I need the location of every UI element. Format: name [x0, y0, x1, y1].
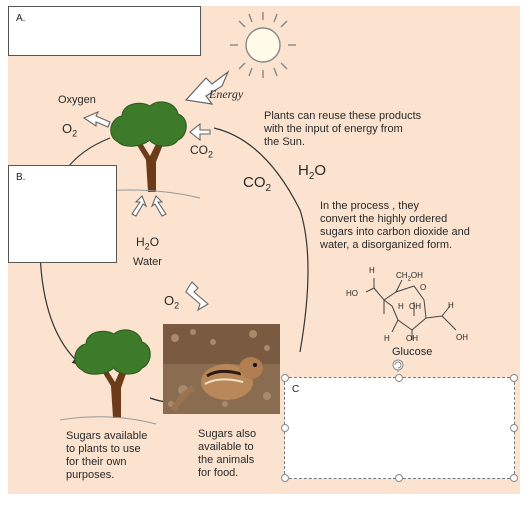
co2-in-arrow-icon	[189, 122, 211, 142]
answer-box-a[interactable]: A.	[8, 6, 201, 56]
glucose-ch2oh: CH2OH	[396, 271, 423, 283]
resize-handle-top-left[interactable]	[281, 374, 289, 382]
cycle-arc-left	[39, 249, 82, 366]
glucose-h-top: H	[369, 266, 375, 275]
h2o-water-formula: H2O	[136, 235, 160, 252]
cycle-arc-right	[213, 127, 309, 353]
resize-handle-bottom[interactable]	[395, 474, 403, 482]
bottom-tree-icon	[59, 329, 157, 425]
co2-top-label: CO2	[190, 143, 214, 160]
co2-cycle-label: CO2	[243, 174, 272, 194]
glucose-h-bottom: H	[384, 334, 390, 343]
glucose-label: Glucose	[392, 346, 433, 358]
plants-sugar-text: Sugars available to plants to use for th…	[66, 430, 148, 481]
answer-box-b[interactable]: B.	[8, 165, 117, 263]
glucose-h-mid: H	[398, 302, 404, 311]
glucose-oh-right: OH	[456, 333, 468, 342]
glucose-oh-bottom: OH	[406, 334, 418, 343]
chipmunk-photo	[163, 324, 280, 414]
reuse-text: Plants can reuse these products with the…	[264, 110, 422, 148]
resize-handle-top-right[interactable]	[510, 374, 518, 382]
glucose-structure-icon	[365, 278, 457, 340]
oxygen-label: Oxygen	[58, 94, 96, 106]
water-label: Water	[133, 256, 162, 268]
energy-arrow-icon	[184, 70, 230, 105]
resize-handle-top[interactable]	[395, 374, 403, 382]
rotate-handle-icon[interactable]	[391, 358, 405, 372]
h2o-cycle-label: H2O	[298, 162, 327, 182]
resize-handle-bottom-right[interactable]	[510, 474, 518, 482]
oxygen-out-arrow-icon	[82, 110, 111, 128]
process-text: In the process , they convert the highly…	[320, 200, 470, 251]
resize-handle-right[interactable]	[510, 424, 518, 432]
glucose-ring-o: O	[420, 283, 427, 292]
answer-box-c-text: C	[292, 384, 300, 395]
energy-label: Energy	[209, 87, 244, 101]
glucose-ho: HO	[346, 289, 358, 298]
o2-top-label: O2	[62, 121, 78, 139]
glucose-oh-mid: OH	[409, 302, 421, 311]
sun-icon	[230, 12, 296, 78]
glucose-h-right: H	[448, 301, 454, 310]
answer-box-a-label: A.	[16, 13, 26, 24]
resize-handle-left[interactable]	[281, 424, 289, 432]
water-arrows-icon	[131, 195, 167, 217]
o2-bottom-label: O2	[164, 293, 180, 311]
answer-box-b-label: B.	[16, 172, 26, 183]
top-tree-icon	[91, 101, 201, 199]
animals-sugar-text: Sugars also available to the animals for…	[198, 428, 257, 479]
o2-down-arrow-icon	[185, 281, 209, 312]
resize-handle-bottom-left[interactable]	[281, 474, 289, 482]
answer-box-c[interactable]: C	[284, 377, 515, 479]
